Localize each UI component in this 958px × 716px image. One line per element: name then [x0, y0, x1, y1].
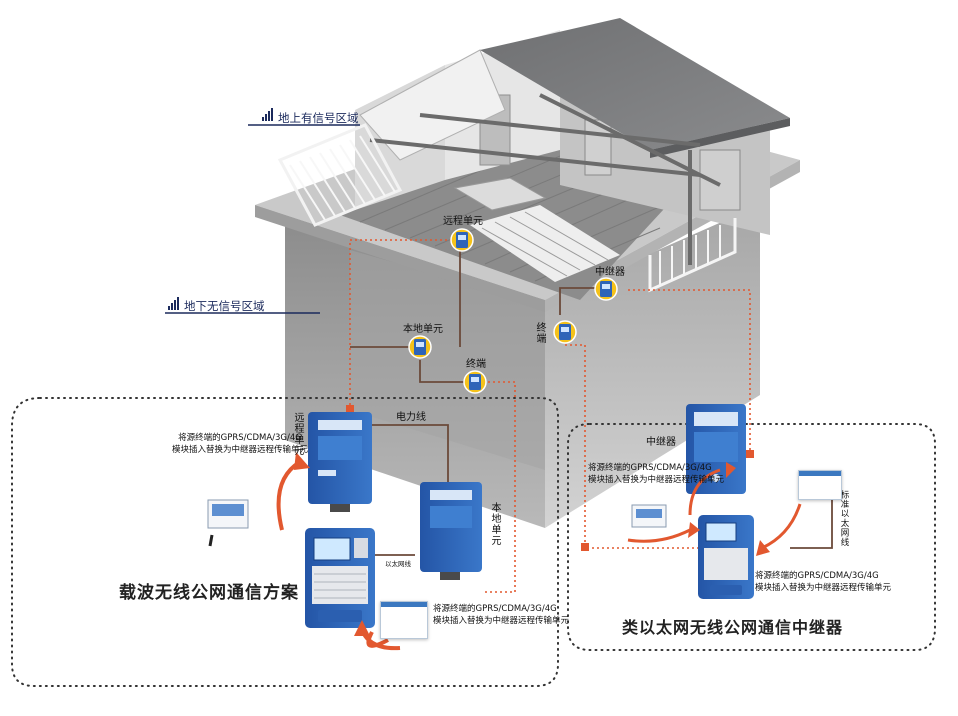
repeater-top-label: 中继器 — [595, 267, 625, 278]
remote-unit-device[interactable] — [308, 412, 372, 512]
arrow-right-left — [627, 528, 691, 543]
link-repeater-to-terminal — [559, 287, 605, 315]
terminal-vertical-label: 终端 — [534, 322, 545, 344]
local-unit-big-label: 本地单元 — [489, 502, 500, 546]
local-unit-device[interactable] — [420, 482, 482, 580]
zone-above-label: 地上有信号区域 — [278, 111, 359, 125]
link-power-line — [372, 424, 449, 490]
ethernet-short-label: 以太网线 — [385, 560, 411, 568]
basement-inner-shade — [350, 250, 545, 470]
arrow-right-up-head — [726, 462, 736, 478]
pergola-beams — [369, 93, 721, 265]
right-scheme-border — [567, 423, 936, 651]
floor-grate — [470, 205, 620, 282]
gprs-module-left — [207, 499, 249, 547]
smart-meter-left[interactable] — [305, 528, 375, 628]
remote-unit-top-label: 远程单元 — [443, 216, 483, 227]
arrow-up-left — [276, 460, 302, 531]
badge-local-unit[interactable] — [408, 335, 432, 359]
ground-slab-edge — [255, 205, 545, 312]
repeater-big-label: 中继器 — [646, 437, 676, 448]
railing-right — [648, 218, 737, 293]
remote-unit-big-label: 远程单元 — [292, 412, 303, 456]
arrow-bottom-left-head — [354, 620, 370, 636]
module-card-left — [380, 601, 428, 639]
note-right-bottom: 将源终端的GPRS/CDMA/3G/4G 模块插入替换为中继器远程传输单元 — [755, 570, 891, 594]
signal-icon-under — [168, 297, 179, 310]
gprs-module-right — [631, 504, 667, 528]
ethernet-line-label: 标准以太网线 — [839, 490, 849, 547]
arrow-down-left — [366, 631, 389, 648]
arrow-up-left-head — [294, 452, 310, 470]
link-local-to-terminal — [419, 360, 470, 383]
link-terminal-to-right-meter — [565, 344, 705, 549]
roof-main — [480, 18, 790, 150]
note-right-top-line2: 模块插入替换为中继器远程传输单元 — [588, 475, 725, 485]
solid-links — [350, 240, 833, 556]
terminal-mid-label: 终端 — [466, 359, 486, 370]
badge-remote-unit[interactable] — [450, 228, 474, 252]
note-left-bottom-line1: 将源终端的GPRS/CDMA/3G/4G — [433, 604, 557, 614]
signal-icon-above — [262, 108, 273, 121]
note-left-bottom: 将源终端的GPRS/CDMA/3G/4G 模块插入替换为中继器远程传输单元 — [433, 603, 569, 627]
link-markers — [346, 405, 754, 551]
arrow-right-down-head — [756, 540, 770, 556]
link-repeater-to-right — [628, 289, 751, 455]
note-left-top: 将源终端的GPRS/CDMA/3G/4G 模块插入替换为中继器远程传输单元 — [172, 432, 308, 456]
module-card-right — [798, 470, 842, 500]
scheme-right-title: 类以太网无线公网通信中继器 — [622, 618, 844, 637]
badge-repeater[interactable] — [594, 277, 618, 301]
note-right-bottom-line1: 将源终端的GPRS/CDMA/3G/4G — [755, 571, 879, 581]
scheme-left-title: 载波无线公网通信方案 — [119, 583, 299, 603]
note-right-top: 将源终端的GPRS/CDMA/3G/4G 模块插入替换为中继器远程传输单元 — [588, 462, 724, 486]
floor-opening — [453, 177, 547, 211]
arrow-right-down — [761, 503, 802, 550]
note-left-top-line1: 将源终端的GPRS/CDMA/3G/4G — [178, 433, 302, 443]
roof-gable — [359, 49, 506, 161]
railing-left — [277, 123, 403, 227]
local-unit-mid-label: 本地单元 — [403, 324, 443, 335]
link-terminal-to-local — [485, 381, 516, 593]
note-left-bottom-line2: 模块插入替换为中继器远程传输单元 — [433, 616, 570, 626]
zone-under-label: 地下无信号区域 — [184, 299, 265, 313]
note-right-top-line1: 将源终端的GPRS/CDMA/3G/4G — [588, 463, 712, 473]
note-right-bottom-line2: 模块插入替换为中继器远程传输单元 — [755, 583, 892, 593]
badge-terminal-vertical[interactable] — [553, 320, 577, 344]
link-remote-to-meter — [349, 239, 462, 410]
arrow-right-up — [688, 468, 721, 516]
arrow-right-left-head — [688, 522, 700, 538]
roof-edge — [650, 118, 790, 158]
note-left-top-line2: 模块插入替换为中继器远程传输单元 — [172, 445, 309, 455]
power-line-label: 电力线 — [396, 412, 426, 423]
badge-terminal[interactable] — [463, 370, 487, 394]
dotted-links — [349, 239, 751, 593]
smart-meter-right[interactable] — [698, 515, 754, 599]
